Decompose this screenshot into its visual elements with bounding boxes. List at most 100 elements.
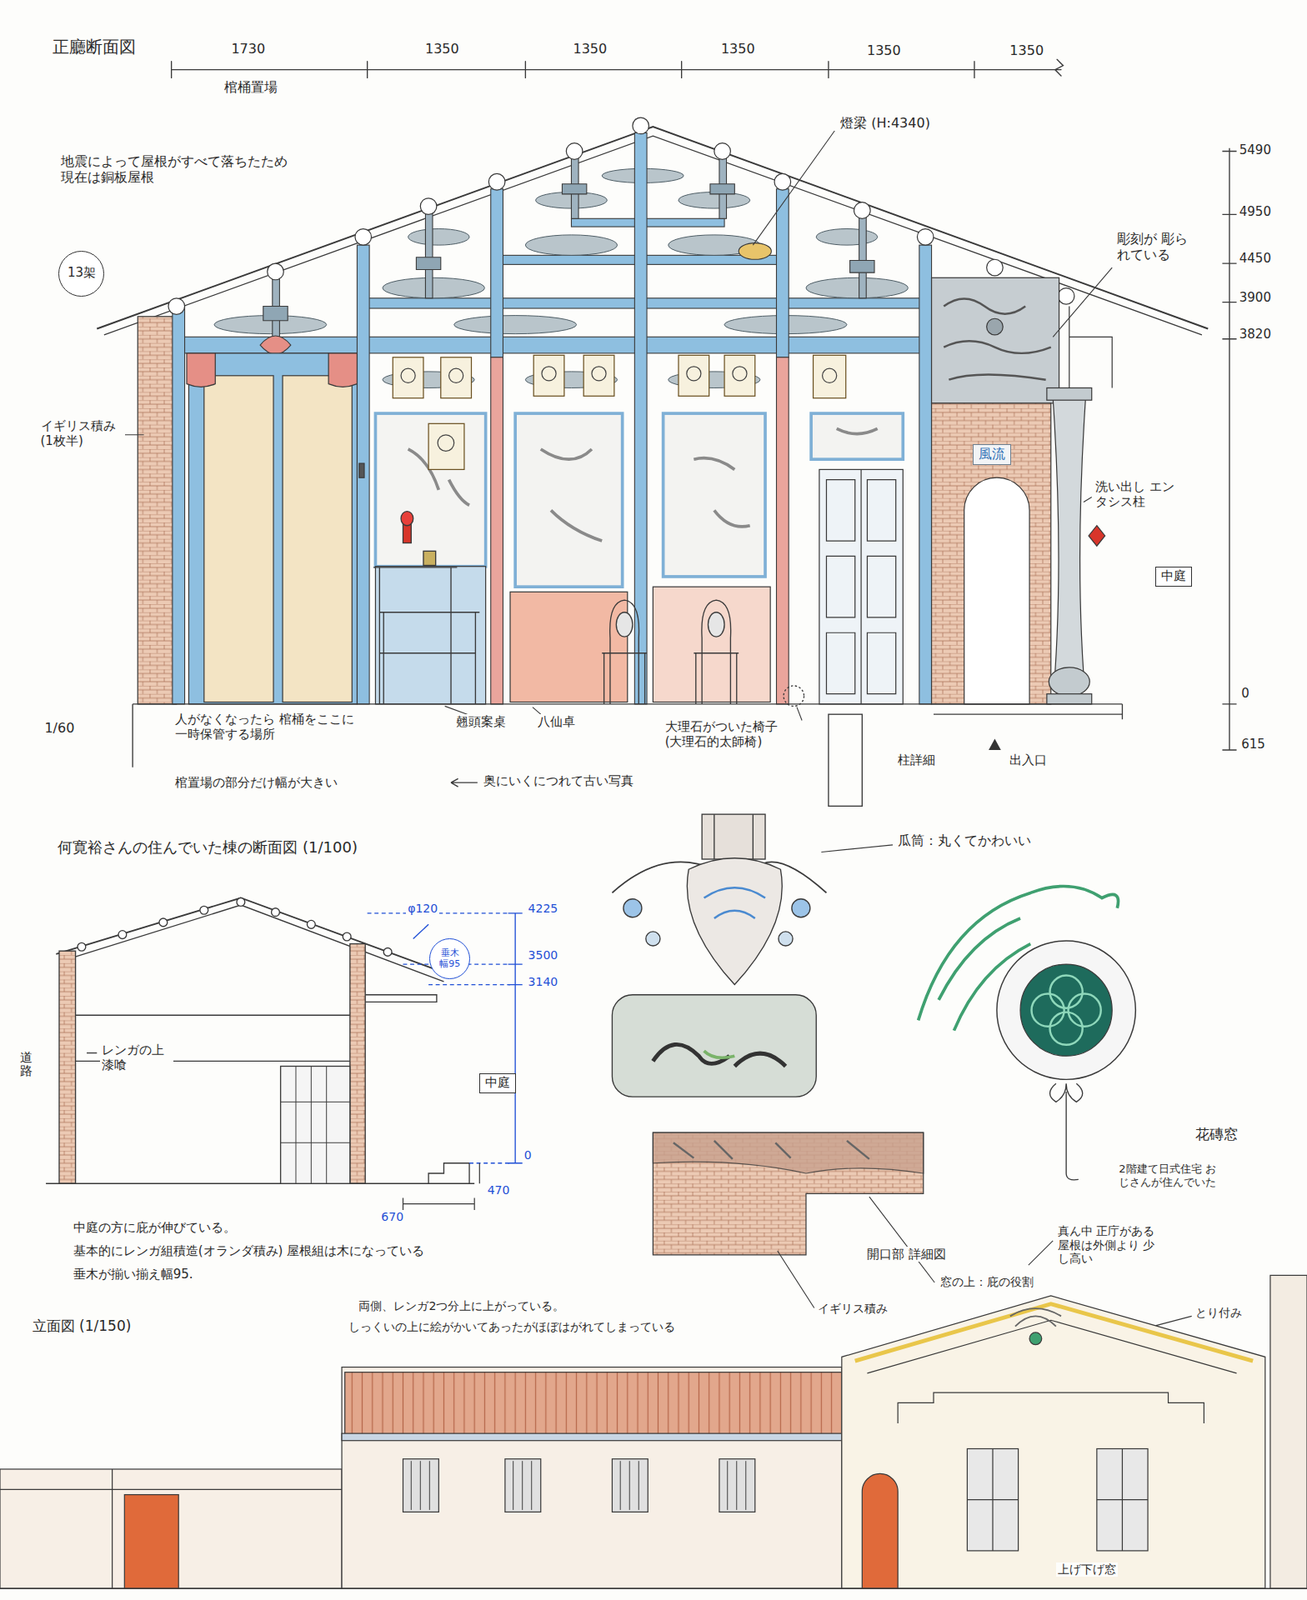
label-holder: 何寛裕さんの住んでいた棟の断面図 (1/100) [55,838,360,857]
label-holder: 窓の上：庇の役割 [938,1275,1036,1290]
elevation [0,1275,1307,1589]
dimension: 1350 [865,42,903,59]
annotation: 基本的にレンガ組積造(オランダ積み) 屋根組は木になっている [71,1243,426,1259]
label-holder: 615 [1239,736,1267,752]
annotation: しっくいの上に絵がかいてあったがほぼはがれてしまっている [346,1320,677,1335]
annotation: 地震によって屋根がすべて落ちたため 現在は銅板屋根 [59,153,298,186]
annotation: 彫刻が 彫られている [1115,230,1202,263]
part-name: 出入口 [1007,752,1049,768]
courtyard-box: 中庭 [479,1073,516,1094]
label-holder: 670 [379,1210,406,1225]
dimension: 0 [522,1148,534,1163]
label-holder: 5490 [1237,142,1273,158]
dimension: 3820 [1237,326,1273,342]
label-holder: 翹頭案桌 [454,714,508,730]
dimension: 3500 [526,948,561,963]
dimension: 4450 [1237,250,1273,266]
house-section [45,898,475,1185]
dimension: 3900 [1237,290,1273,306]
label-holder: イギリス積み [816,1301,890,1317]
node-text: 垂木 幅95 [438,948,463,970]
part-name: とり付み [1193,1306,1244,1321]
flower-brick-window [918,886,1137,1181]
label-holder: 上げ下げ窓 [1056,1562,1118,1578]
label-holder: 瓜筒：丸くてかわいい [896,832,1033,849]
dimension: 3140 [526,975,561,990]
label-holder: 両側、レンガ2つ分上に上がっている。 [356,1299,566,1314]
part-name: 花磚窓 [1193,1126,1240,1143]
label-holder: 1350 [719,40,757,57]
annotation: 真ん中 正庁がある 屋根は外側より 少し高い [1056,1224,1167,1267]
dimension: 470 [485,1183,512,1198]
dimension: φ120 [405,901,440,917]
part-name: 上げ下げ窓 [1056,1562,1118,1578]
label-holder: 1350 [865,42,903,59]
small-dimensions [402,1163,480,1211]
drawing-title: 立面図 (1/150) [30,1317,134,1335]
label-holder: 立面図 (1/150) [30,1317,134,1335]
annotation: イギリス積み (1枚半) [39,418,126,449]
label-holder: 0 [522,1148,534,1163]
label-holder: 出入口 [1007,752,1049,768]
circled-note: 13架 [58,250,105,297]
annotation: 両側、レンガ2つ分上に上がっている。 [356,1299,566,1314]
dimension: 5490 [1237,142,1273,158]
side-doors [186,353,365,705]
scale: 1/60 [42,720,76,737]
node-text: 13架 [67,265,96,281]
part-name: 柱詳細 [896,752,937,768]
label-holder: 柱詳細 [896,752,937,768]
tables [373,511,480,705]
dimension: 615 [1239,736,1267,752]
drawing-title: 何寛裕さんの住んでいた棟の断面図 (1/100) [55,838,360,857]
label-holder: 花磚窓 [1193,1126,1240,1143]
label-holder: 3140 [526,975,561,990]
dimension: 4225 [526,901,561,917]
label-holder: 開口部 詳細図 [865,1246,948,1262]
part-name: 翹頭案桌 [454,714,508,730]
label-holder: 真ん中 正庁がある 屋根は外側より 少し高い [1056,1224,1167,1267]
annotation: 奥にいくにつれて古い写真 [481,773,636,789]
node-text: 中庭 [485,1076,511,1091]
part-name: 燈梁 (H:4340) [838,115,932,131]
dimension-line [171,59,1064,78]
dimension: 670 [379,1210,406,1225]
opening-detail [652,1132,923,1256]
dimension: 1350 [570,40,609,57]
entrance-marker [988,739,1002,751]
drawing-title: 開口部 詳細図 [865,1246,948,1262]
tie-beams [178,218,929,354]
label-holder: イギリス積み (1枚半) [39,418,126,449]
part-name: イギリス積み [816,1301,890,1317]
label-holder: 0 [1239,686,1252,702]
label-holder: 八仙卓 [535,714,577,730]
label-holder: 4225 [526,901,561,917]
dimension: 1350 [719,40,757,57]
entrance [931,277,1113,705]
label-holder: 中庭の方に庇が伸びている。 [71,1220,238,1236]
label-holder: 垂木が揃い揃え幅95. [71,1266,196,1282]
label-holder: 洗い出し エンタシス柱 [1093,479,1187,510]
annotation: 窓の上：庇の役割 [938,1275,1036,1290]
label-holder: 人がなくなったら 棺桶をここに一時保管する場所 [173,711,360,742]
annotation: 洗い出し エンタシス柱 [1093,479,1187,510]
label-holder: 道路 [18,1051,35,1079]
label-holder: 基本的にレンガ組積造(オランダ積み) 屋根組は木になっている [71,1243,426,1259]
drawing-title: 正廳断面図 [50,36,138,57]
annotation: 2階建て日式住宅 おじさんが住んでいた [1116,1162,1221,1189]
annotation: 棺置場の部分だけ幅が大きい [173,775,340,791]
name-plaque: 風流 [972,444,1012,466]
node-text: 中庭 [1161,569,1187,584]
label-holder: 大理石がついた椅子 (大理石的太師椅) [663,719,787,750]
label-holder: 1350 [423,40,461,57]
label-holder: 彫刻が 彫られている [1115,230,1202,263]
annotation: 中庭の方に庇が伸びている。 [71,1220,238,1236]
room-name: 棺桶置場 [222,79,280,96]
label-holder: 4450 [1237,250,1273,266]
label-holder: 1/60 [42,720,76,737]
label-holder: 470 [485,1183,512,1198]
label-holder: 3900 [1237,290,1273,306]
label-holder: 1730 [229,40,267,57]
label-holder: 3500 [526,948,561,963]
